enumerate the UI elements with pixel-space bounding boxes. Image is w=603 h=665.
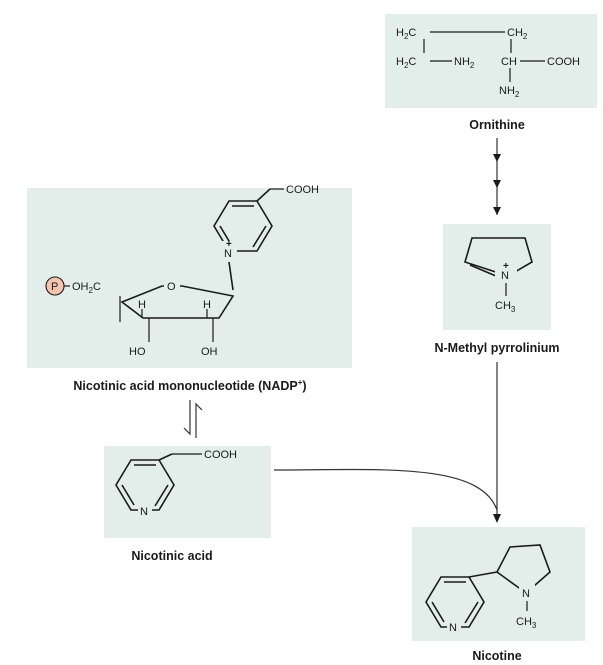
ornithine-ch2: CH2 <box>507 27 528 41</box>
nmn-h-2: H <box>203 299 211 311</box>
equilibrium-arrows <box>183 400 203 438</box>
nicotinic-acid-label: Nicotinic acid <box>131 549 212 563</box>
nicotine-panel: N N CH3 Nicotine <box>412 527 585 663</box>
nmn-n: N <box>224 248 232 260</box>
arrow-to-nicotine <box>273 362 501 523</box>
nmn-oh: OH <box>201 346 218 358</box>
nmn-box <box>27 188 352 368</box>
nicotine-ch3: CH3 <box>516 616 537 630</box>
pyrrolinium-label: N-Methyl pyrrolinium <box>434 341 559 355</box>
pyrrolinium-charge: + <box>503 261 509 272</box>
nmn-ring-o: O <box>167 281 176 293</box>
ornithine-box <box>385 14 597 108</box>
ornithine-h2c-top: H2C <box>396 27 416 41</box>
pyrrolinium-n: N <box>501 270 509 282</box>
nmn-oh2c: OH2C <box>72 281 101 295</box>
ornithine-cooh: COOH <box>547 56 580 68</box>
svg-text:P: P <box>51 281 58 293</box>
nicotine-pyrrolidine-n: N <box>522 588 530 600</box>
nicotinic-acid-panel: N COOH Nicotinic acid <box>104 446 271 563</box>
nmn-n-charge: + <box>226 239 232 250</box>
nicotinic-acid-cooh: COOH <box>204 449 237 461</box>
pyrrolinium-panel: N + CH3 N-Methyl pyrrolinium <box>434 224 560 355</box>
nmn-label: Nicotinic acid mononucleotide (NADP+) <box>73 378 306 393</box>
arrow-ornithine-to-pyrrolinium <box>493 138 501 215</box>
ornithine-nh2-bottom: NH2 <box>499 85 520 99</box>
nmn-cooh: COOH <box>286 184 319 196</box>
ornithine-label: Ornithine <box>469 118 525 132</box>
ornithine-ch: CH <box>501 56 517 68</box>
nicotine-pyridine-n: N <box>449 622 457 634</box>
nmn-panel: N + COOH O H H HO OH P OH2C Nicotinic ac… <box>27 184 352 393</box>
nmn-ho: HO <box>129 346 146 358</box>
ornithine-nh2: NH2 <box>454 56 475 70</box>
nicotinic-acid-box <box>104 446 271 538</box>
ornithine-h2c-bottom: H2C <box>396 56 416 70</box>
ornithine-panel: H2C CH2 H2C NH2 CH COOH NH2 Ornithine <box>385 14 597 132</box>
nicotine-label: Nicotine <box>472 649 521 663</box>
nmn-glycosidic-bond <box>228 261 234 291</box>
nicotine-box <box>412 527 585 641</box>
nicotinic-acid-n: N <box>140 506 148 518</box>
nmn-h-1: H <box>138 299 146 311</box>
pyrrolinium-ch3: CH3 <box>495 300 516 314</box>
nmn-ribose-ring <box>120 285 235 319</box>
